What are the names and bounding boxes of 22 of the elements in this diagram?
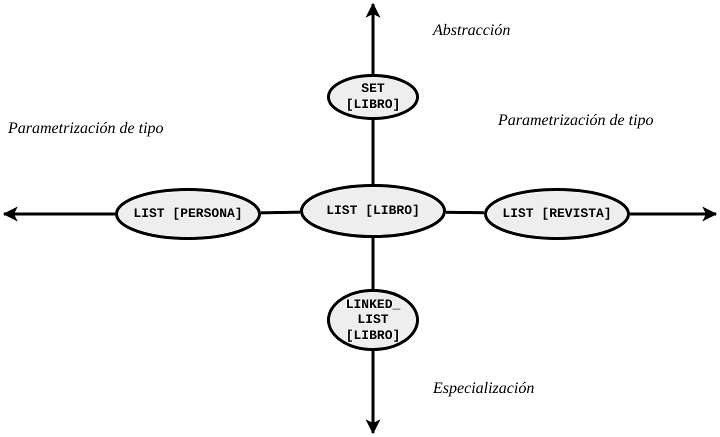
node-label: LIST [PERSONA]: [133, 206, 243, 222]
arrow: [630, 206, 718, 222]
ellipse-node: [327, 74, 419, 120]
connector-line: [372, 238, 374, 289]
connector-line: [446, 210, 484, 214]
axis-label: Parametrización de tipo: [498, 112, 654, 130]
ellipse-node: [300, 184, 446, 238]
arrow: [366, 351, 380, 434]
node-label: LIST [REVISTA]: [502, 206, 612, 222]
ellipse-node: [484, 188, 630, 240]
arrow: [366, 2, 380, 74]
connector-line: [260, 210, 300, 214]
axis-label: Parametrización de tipo: [8, 120, 164, 138]
axis-label: Abstracción: [433, 22, 510, 40]
node-label: SET [LIBRO]: [344, 81, 402, 113]
node-label: LIST [LIBRO]: [326, 203, 420, 219]
connector-line: [372, 120, 374, 184]
axis-label: Especialización: [433, 380, 534, 398]
node-label: LINKED_ LIST [LIBRO]: [344, 296, 402, 344]
arrow: [2, 206, 115, 222]
ellipse-node: [327, 289, 419, 351]
ellipse-node: [115, 188, 261, 240]
